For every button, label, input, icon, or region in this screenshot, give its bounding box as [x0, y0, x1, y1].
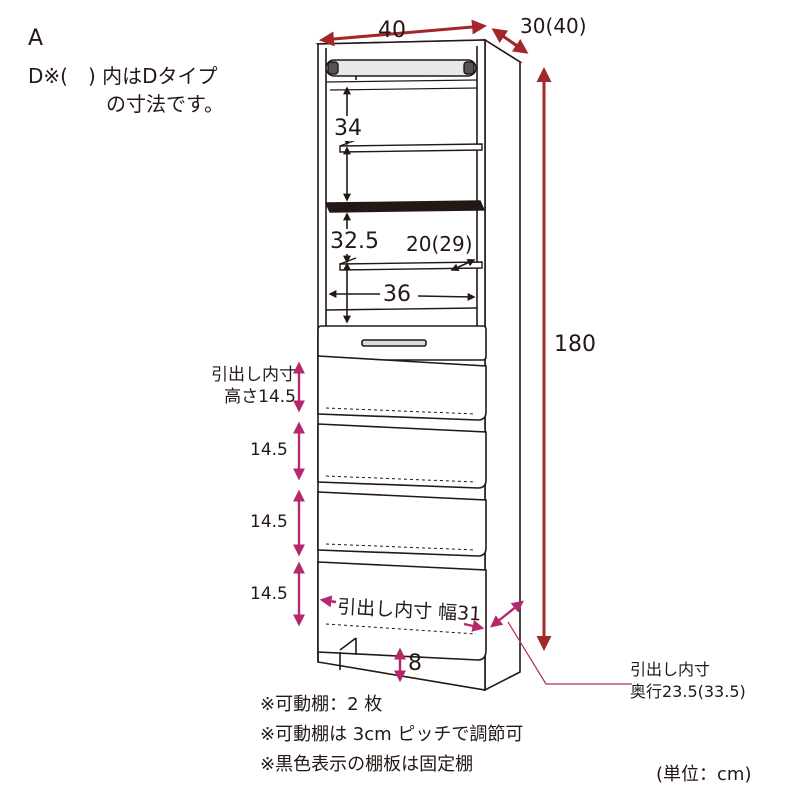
drawer-height-label-2: 高さ14.5 — [224, 387, 296, 407]
depth-value: 30(40) — [520, 14, 587, 38]
drawer-height-label-1: 引出し内寸 — [211, 365, 296, 385]
shelf-depth-value: 20(29) — [406, 232, 473, 256]
note-fixed-shelf: ※黒色表示の棚板は固定棚 — [260, 754, 474, 775]
shelf-gap-mid-value: 32.5 — [330, 229, 379, 254]
bottom-open-shelf — [325, 307, 478, 311]
drawer-inner-lines — [325, 407, 477, 635]
drawers — [317, 355, 487, 661]
height-value: 180 — [554, 332, 596, 357]
unit-label: (単位：cm) — [656, 764, 752, 785]
interior-dimension-arrows — [328, 86, 476, 324]
drawer-dimension-arrows — [293, 361, 524, 683]
inner-width-value: 36 — [383, 282, 411, 307]
type-a-label: A — [28, 26, 44, 51]
width-value: 40 — [378, 18, 406, 43]
fixed-shelf — [324, 200, 486, 213]
type-d-label: D※( ) 内はDタイプ — [28, 64, 218, 88]
overall-dimension-arrows — [319, 19, 552, 651]
top-drawer — [317, 325, 487, 361]
drawer-depth-label-1: 引出し内寸 — [630, 660, 711, 679]
movable-shelf-upper — [339, 139, 483, 153]
hanging-rod — [325, 59, 478, 91]
note-shelf-pitch: ※可動棚は 3cm ピッチで調節可 — [260, 724, 524, 745]
cabinet-base — [317, 637, 357, 670]
drawer-height-3: 14.5 — [250, 512, 288, 532]
drawer-height-4: 14.5 — [250, 584, 288, 604]
type-d-label-line2: の寸法です。 — [106, 92, 224, 116]
drawer-depth-label-2: 奥行23.5(33.5) — [630, 682, 746, 701]
base-height-value: 8 — [408, 651, 422, 676]
note-movable-shelf-count: ※可動棚：2 枚 — [260, 694, 383, 715]
width-arrow — [319, 19, 487, 47]
depth-arrow — [491, 28, 529, 54]
movable-shelf-lower — [339, 257, 483, 271]
shelf-gap-top-value: 34 — [334, 116, 362, 141]
drawer-depth-leader — [507, 621, 632, 685]
drawer-height-2: 14.5 — [250, 440, 288, 460]
